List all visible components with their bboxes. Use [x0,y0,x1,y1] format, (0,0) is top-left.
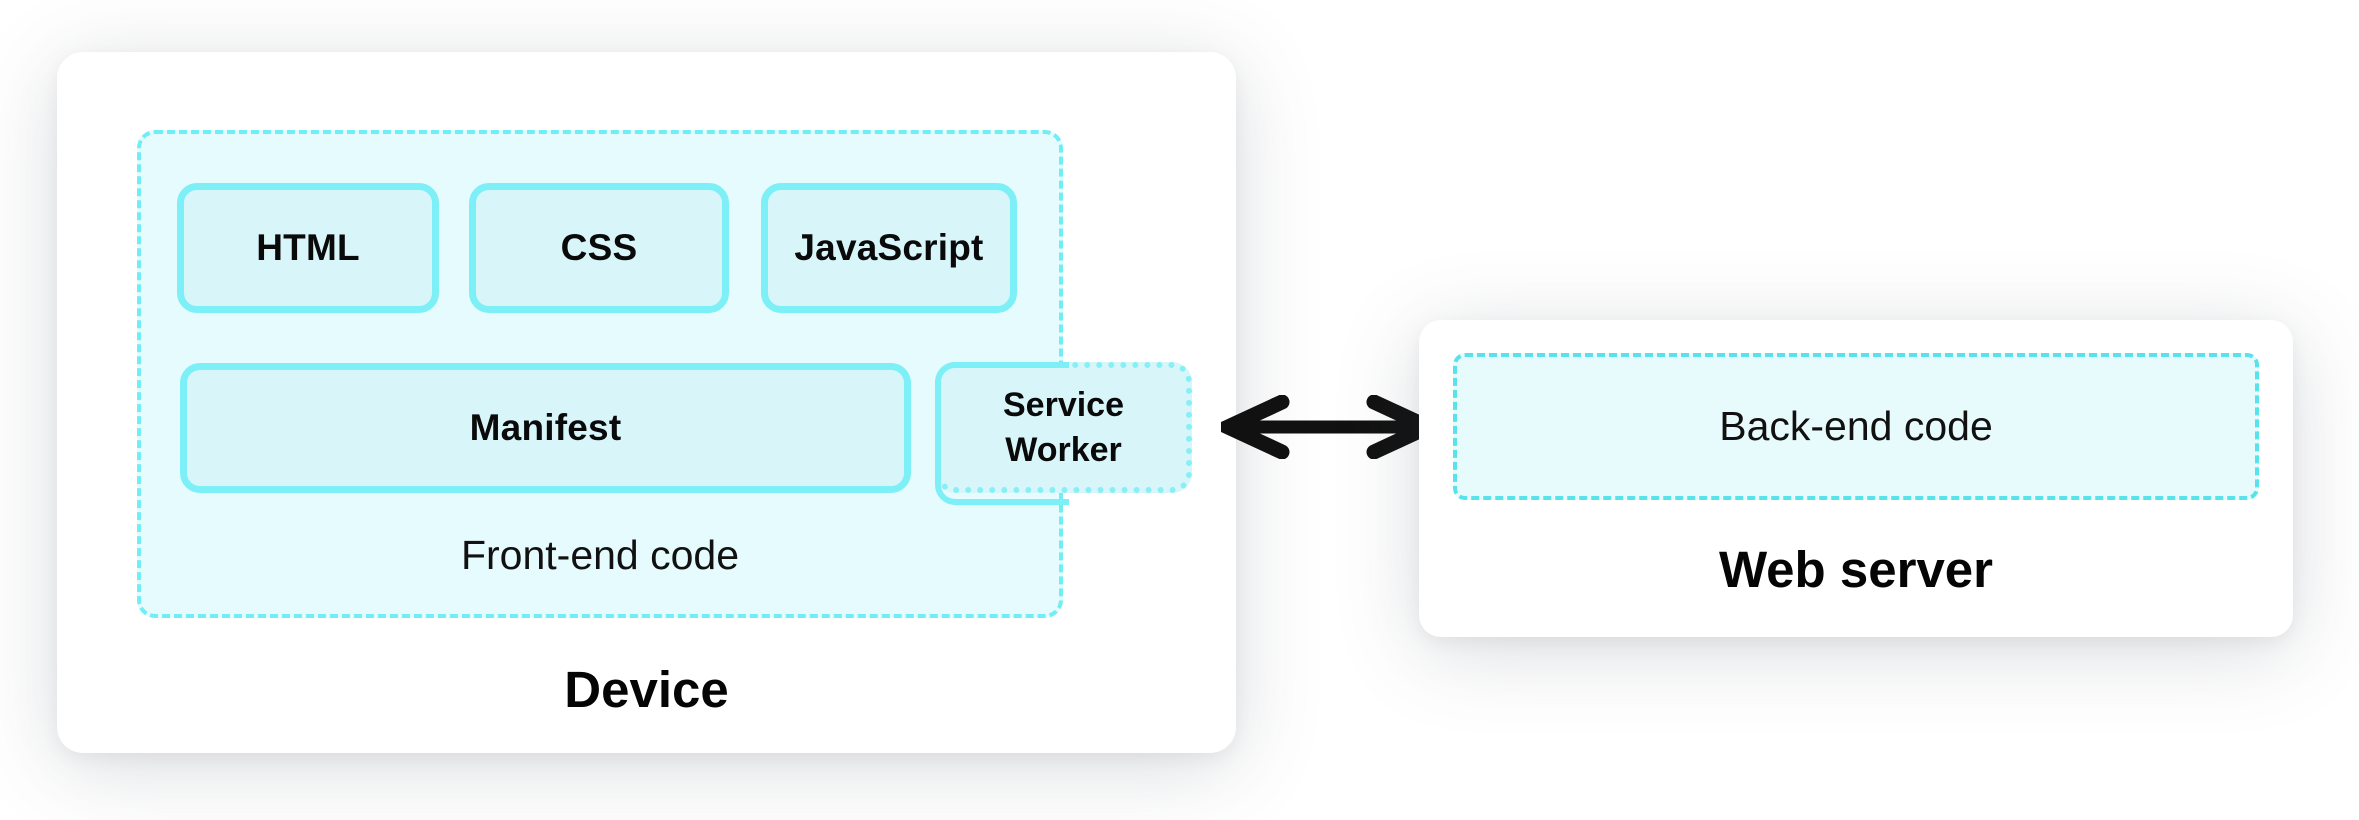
html-box: HTML [177,183,439,313]
javascript-box: JavaScript [761,183,1017,313]
frontend-code-group: HTML CSS JavaScript Manifest Service Wor… [137,130,1192,618]
css-box-label: CSS [560,227,638,268]
backend-code-label: Back-end code [1719,403,1993,449]
web-server-card: Back-end code Web server [1419,320,2293,637]
css-box: CSS [469,183,729,313]
frontend-code-caption: Front-end code [460,532,740,578]
device-title: Device [564,661,729,718]
web-server-title: Web server [1718,541,1994,598]
service-worker-box: Service Worker [935,362,1192,505]
manifest-box: Manifest [180,363,911,493]
manifest-box-label: Manifest [469,407,622,448]
double-arrow-icon [1221,395,1435,459]
html-box-label: HTML [256,227,360,268]
device-card: HTML CSS JavaScript Manifest Service Wor… [57,52,1236,753]
javascript-box-label: JavaScript [794,227,984,268]
service-worker-box-label: Service Worker [1003,385,1124,469]
backend-code-box: Back-end code [1453,353,2259,500]
